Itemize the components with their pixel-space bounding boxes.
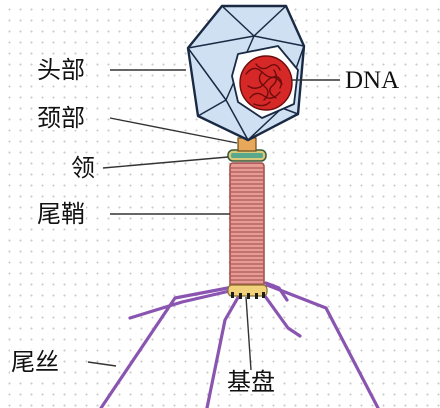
tail-fiber-left-outer <box>99 285 235 408</box>
base-plate <box>227 284 268 299</box>
dna-strand <box>253 101 271 107</box>
label-head: 头部 <box>36 56 86 84</box>
label-sheath: 尾鞘 <box>36 200 86 228</box>
tail-fiber-right-outer <box>265 283 380 408</box>
collar-band <box>231 153 263 158</box>
tail-fiber-right-top <box>264 281 289 302</box>
base-pin <box>231 292 234 298</box>
facet-edge <box>197 99 227 117</box>
dna-strand <box>245 67 283 89</box>
tail-fiber-left-inner <box>205 292 242 408</box>
dna-strand <box>255 63 281 71</box>
leader-line-neck <box>109 117 238 144</box>
leader-line-base-plate <box>245 296 252 371</box>
label-collar: 领 <box>70 154 96 182</box>
dna-strand <box>249 91 281 99</box>
label-dna: DNA <box>344 67 401 94</box>
base-pin <box>239 293 242 299</box>
dna-cutaway <box>231 45 299 119</box>
tail-fiber-left-upper <box>128 288 236 320</box>
dna-strand <box>247 76 283 89</box>
tail-fiber-right-inner <box>260 290 302 338</box>
dna-strand <box>269 69 278 99</box>
base-plate-pins <box>231 292 265 299</box>
dna-strand <box>258 71 269 101</box>
label-base-plate: 基盘 <box>226 368 276 396</box>
facet-edge <box>221 5 255 37</box>
leader-lines <box>87 69 340 371</box>
label-tail-fiber: 尾丝 <box>10 348 60 376</box>
facet-edge <box>253 5 287 37</box>
collar <box>227 149 267 162</box>
sheath-rings <box>231 167 263 285</box>
tail-sheath <box>229 162 265 288</box>
tail-fibers <box>99 281 380 408</box>
base-pin <box>247 293 250 299</box>
dna-strands <box>245 63 283 107</box>
leader-line-tail-fiber <box>87 361 117 367</box>
base-pin <box>262 292 265 298</box>
capsid-head <box>186 4 306 142</box>
base-pin <box>255 293 258 299</box>
leader-line-collar <box>102 156 229 169</box>
label-neck: 颈部 <box>36 104 86 132</box>
